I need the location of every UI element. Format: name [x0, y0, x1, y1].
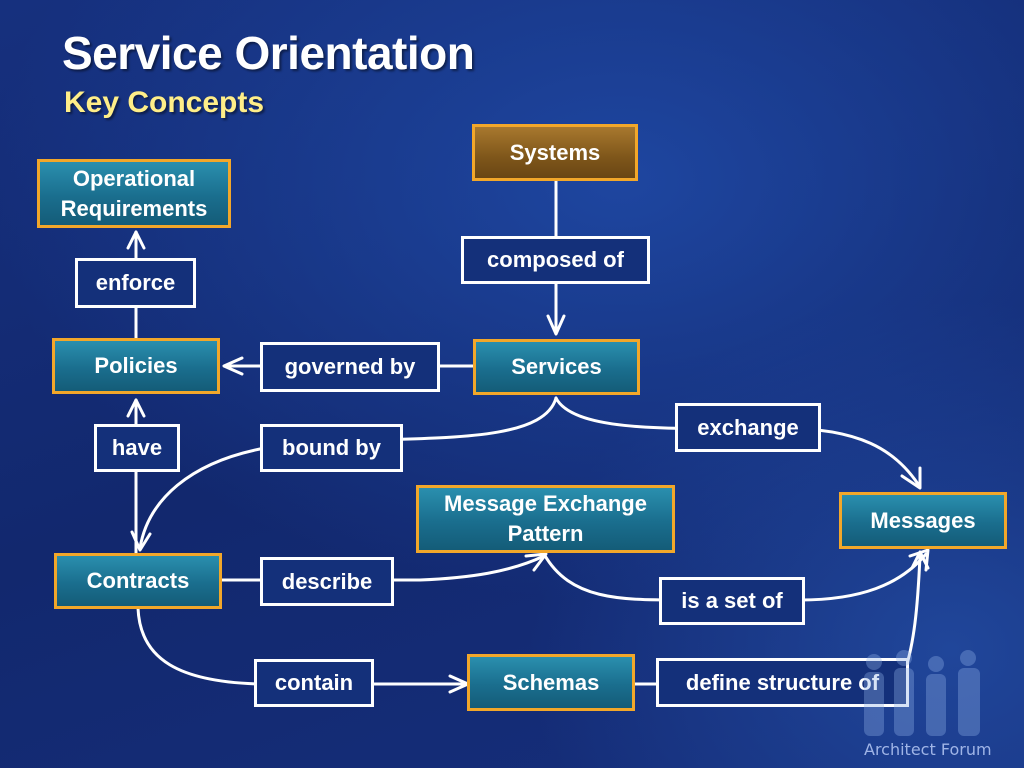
relation-define-structure-of: define structure of [656, 658, 909, 707]
node-messages-label: Messages [870, 507, 976, 533]
arrowhead-policies [222, 356, 244, 376]
relation-contain: contain [254, 659, 374, 707]
link-contracts-schemas [136, 606, 468, 686]
arrowhead-opreq [126, 230, 146, 250]
relation-exchange: exchange [675, 403, 821, 452]
slide-title: Service Orientation [62, 27, 475, 79]
relation-is-a-set-of: is a set of [659, 577, 805, 625]
node-contracts-label: Contracts [86, 568, 190, 593]
node-operational-requirements: Operational Requirements [37, 159, 231, 228]
relation-bound-by: bound by [260, 424, 403, 472]
node-operational-requirements-label: Operational Requirements [60, 165, 208, 221]
relation-governed-by: governed by [260, 342, 440, 392]
node-policies-label: Policies [94, 353, 178, 378]
arrowhead-messages-3 [910, 550, 930, 570]
node-systems: Systems [472, 124, 638, 181]
node-policies: Policies [52, 338, 220, 394]
link-contracts-mep [220, 554, 546, 582]
node-contracts: Contracts [54, 553, 222, 609]
node-message-exchange-pattern: Message Exchange Pattern [416, 485, 675, 553]
node-schemas-label: Schemas [502, 669, 600, 695]
relation-have: have [94, 424, 180, 472]
slide-subtitle: Key Concepts [64, 86, 265, 119]
arrowhead-contracts [130, 530, 152, 552]
relation-describe: describe [260, 557, 394, 606]
relation-enforce: enforce [75, 258, 196, 308]
node-systems-label: Systems [509, 139, 601, 165]
node-services-label: Services [511, 354, 602, 379]
arrowhead-mep [524, 552, 548, 572]
node-schemas: Schemas [467, 654, 635, 711]
relation-composed-of: composed of [461, 236, 650, 284]
node-messages: Messages [839, 492, 1007, 549]
node-mep-label: Message Exchange Pattern [444, 491, 647, 546]
people-watermark-icon [864, 650, 980, 736]
arrowhead-services [546, 314, 566, 336]
node-services: Services [473, 339, 640, 395]
arrowhead-messages [900, 466, 922, 490]
architect-forum-logo: Architect Forum [864, 740, 992, 759]
arrowhead-policies-bottom [126, 398, 146, 418]
